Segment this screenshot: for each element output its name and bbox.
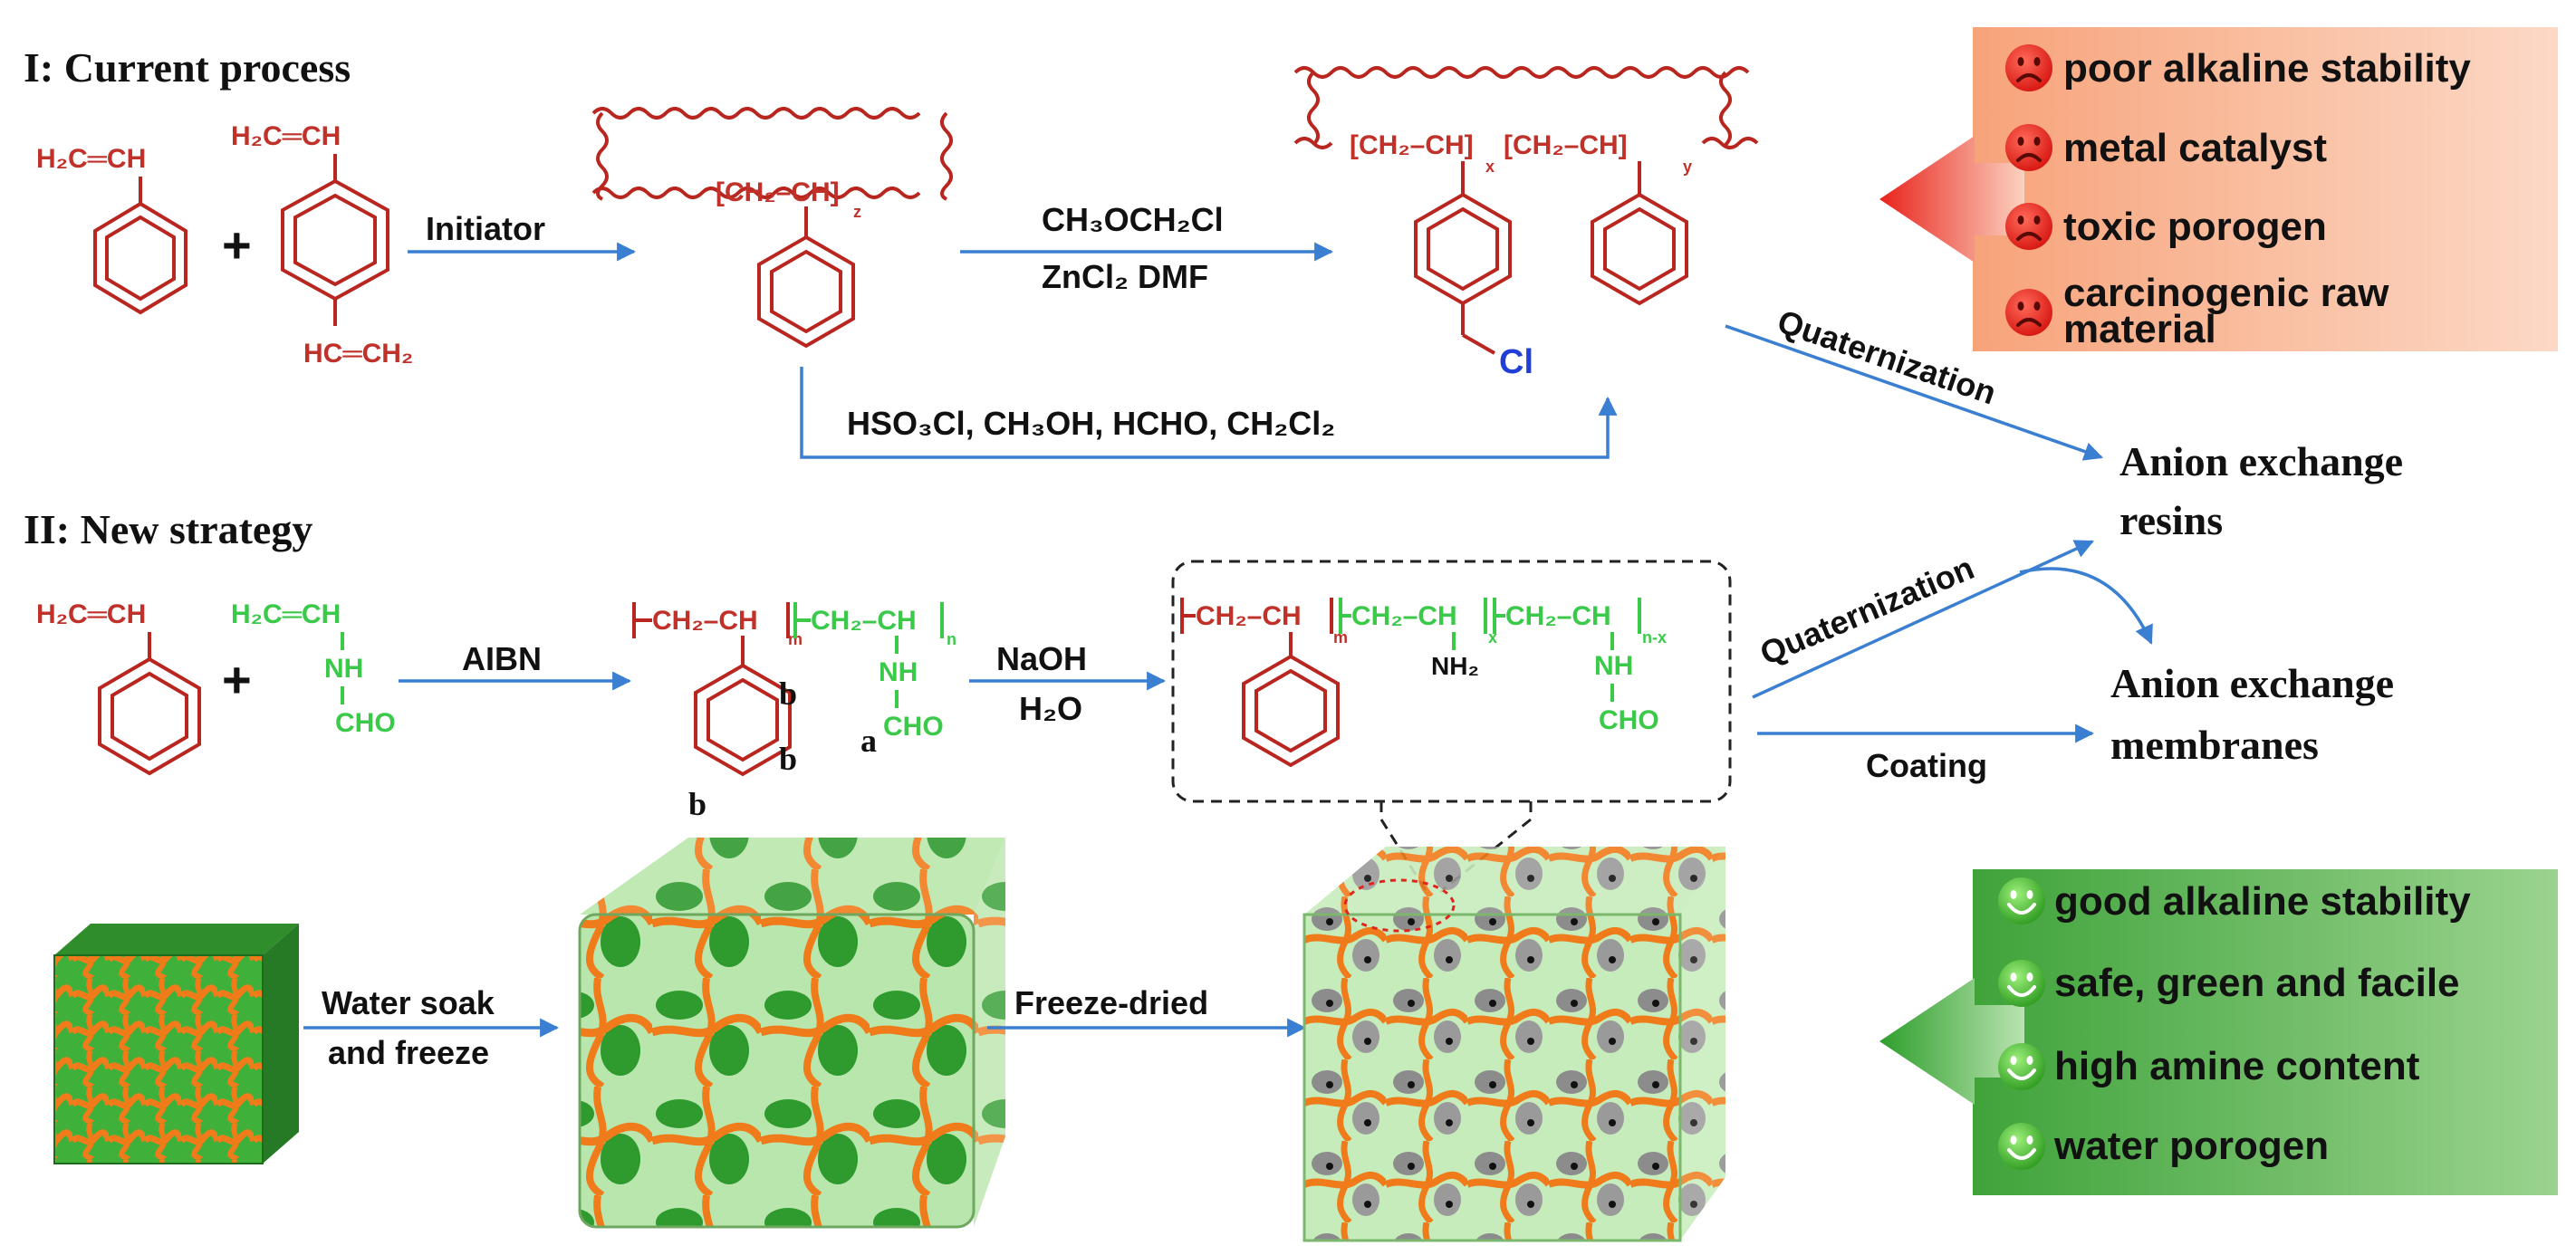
hydrolyzed-polymer-callout: CH₂–CH m CH₂–CH x CH₂–CH n-x NH₂ NH CHO: [1171, 560, 1732, 894]
divinylbenzene-molecule: H₂C═CH HC═CH₂: [231, 121, 413, 369]
drawback-item-1: poor alkaline stability: [2063, 46, 2471, 91]
nvf-cho-label: CHO: [335, 708, 396, 738]
drawbacks-arrow: [1879, 136, 2024, 263]
membranes-label-line1: Anion exchange: [2110, 660, 2394, 706]
drawback-item-2: metal catalyst: [2063, 126, 2327, 170]
membrane-branch-arrow: [2019, 567, 2153, 645]
hp-unit-m: CH₂–CH: [1196, 601, 1302, 631]
styrene2-vinyl-label: H₂C═CH: [36, 599, 146, 629]
advantage-item-4: water porogen: [2053, 1124, 2329, 1168]
water-swollen-cube: [578, 838, 1005, 1229]
hp-cho-label: CHO: [1599, 705, 1659, 735]
nvf-vinyl-label: H₂C═CH: [231, 599, 341, 629]
copolymer-cho-label: CHO: [883, 712, 944, 742]
advantage-item-3: high amine content: [2054, 1044, 2420, 1088]
copolymer-unit-n: CH₂–CH: [811, 606, 917, 636]
drawback-item-4: carcinogenic raw: [2063, 271, 2389, 315]
hp-nh-label: NH: [1594, 651, 1633, 681]
sad-face-icon: [2005, 289, 2052, 336]
drawback-item-3: toxic porogen: [2063, 205, 2327, 249]
chloride-label: Cl: [1499, 343, 1533, 381]
copolymer-sub-n: n: [947, 630, 956, 648]
styrene-molecule-2: H₂C═CH: [36, 599, 201, 776]
sad-face-icon: [2005, 203, 2052, 250]
advantage-item-1: good alkaline stability: [2054, 879, 2471, 924]
alternative-route-reagents: HSO₃Cl, CH₃OH, HCHO, CH₂Cl₂: [847, 405, 1335, 442]
drawback-item-5: material: [2063, 307, 2216, 351]
chloromethylated-polystyrene: [CH₂–CH] x [CH₂–CH] y Cl: [1293, 66, 1759, 381]
initiator-label: Initiator: [426, 210, 545, 247]
drawbacks-panel: poor alkaline stability metal catalyst t…: [1879, 27, 2558, 351]
happy-face-icon: [1998, 877, 2045, 924]
dvb-top-vinyl-label: H₂C═CH: [231, 121, 341, 151]
styrene-vinyl-label: H₂C═CH: [36, 144, 146, 174]
hp-unit-x: CH₂–CH: [1351, 601, 1457, 631]
aibn-label: AIBN: [462, 640, 542, 677]
cmps-sub-x: x: [1485, 158, 1495, 176]
zoom-highlight-ellipse: [1343, 878, 1456, 933]
resins-label-line1: Anion exchange: [2119, 438, 2403, 484]
membranes-label-line2: membranes: [2110, 722, 2319, 768]
hp-sub-x: x: [1488, 628, 1497, 647]
crosslink-unit-label: [CH₂–CH]: [716, 177, 840, 207]
plus-sign-2: +: [222, 651, 252, 708]
quaternization-label-1: Quaternization: [1773, 302, 2001, 412]
sad-face-icon: [2005, 124, 2052, 171]
porous-cube: [1302, 847, 1725, 1242]
reagent-chloromethyl-ether: CH₃OCH₂Cl: [1042, 201, 1224, 238]
happy-face-icon: [1998, 1123, 2045, 1170]
section-2-title: II: New strategy: [24, 506, 312, 552]
quaternization-arrow-2: [1752, 540, 2094, 699]
water-soak-label-1: Water soak: [322, 984, 495, 1021]
h2o-label: H₂O: [1019, 690, 1082, 727]
plus-sign-1: +: [222, 216, 252, 273]
naoh-label: NaOH: [996, 640, 1087, 677]
label-b-1: b: [779, 675, 797, 712]
water-soak-label-2: and freeze: [328, 1034, 489, 1071]
hp-sub-m: m: [1333, 628, 1348, 647]
cmps-unit-x: [CH₂–CH]: [1350, 130, 1474, 160]
small-polymer-cube: [53, 924, 299, 1164]
n-vinylformamide-molecule: H₂C═CH NH CHO: [231, 599, 396, 738]
happy-face-icon: [1998, 960, 2045, 1007]
advantages-panel: good alkaline stability safe, green and …: [1879, 869, 2558, 1195]
cmps-unit-y: [CH₂–CH]: [1504, 130, 1628, 160]
copolymer-nh-label: NH: [879, 657, 918, 687]
label-a: a: [860, 723, 877, 759]
styrene-molecule-1: H₂C═CH: [36, 144, 187, 315]
copolymer-unit-m: CH₂–CH: [652, 606, 758, 636]
hp-sub-nx: n-x: [1642, 628, 1667, 647]
crosslink-sub-z: z: [853, 203, 861, 221]
nvf-nh-label: NH: [324, 654, 363, 684]
cmps-sub-y: y: [1683, 158, 1692, 176]
hp-unit-nx: CH₂–CH: [1505, 601, 1611, 631]
quaternization-arrow-1: [1725, 324, 2103, 461]
advantages-arrow: [1879, 978, 2024, 1105]
alternative-route-arrow: [800, 367, 1618, 459]
label-b-2: b: [779, 741, 797, 777]
sad-face-icon: [2005, 44, 2052, 91]
reagent-zncl2-dmf: ZnCl₂ DMF: [1042, 258, 1208, 295]
happy-face-icon: [1998, 1043, 2045, 1090]
dvb-bottom-vinyl-label: HC═CH₂: [303, 339, 413, 369]
section-1-title: I: Current process: [24, 44, 351, 91]
copolymer-molecule: CH₂–CH m CH₂–CH n NH CHO b b b a: [632, 602, 956, 822]
label-b-3: b: [688, 786, 706, 822]
hp-nh2-label: NH₂: [1431, 652, 1479, 680]
resins-label-line2: resins: [2119, 497, 2223, 543]
crosslinked-polystyrene: [CH₂–CH] z: [591, 107, 953, 349]
advantage-item-2: safe, green and facile: [2054, 961, 2460, 1005]
coating-label: Coating: [1866, 747, 1987, 784]
freeze-dried-label: Freeze-dried: [1014, 984, 1208, 1021]
copolymer-sub-m: m: [788, 630, 803, 648]
